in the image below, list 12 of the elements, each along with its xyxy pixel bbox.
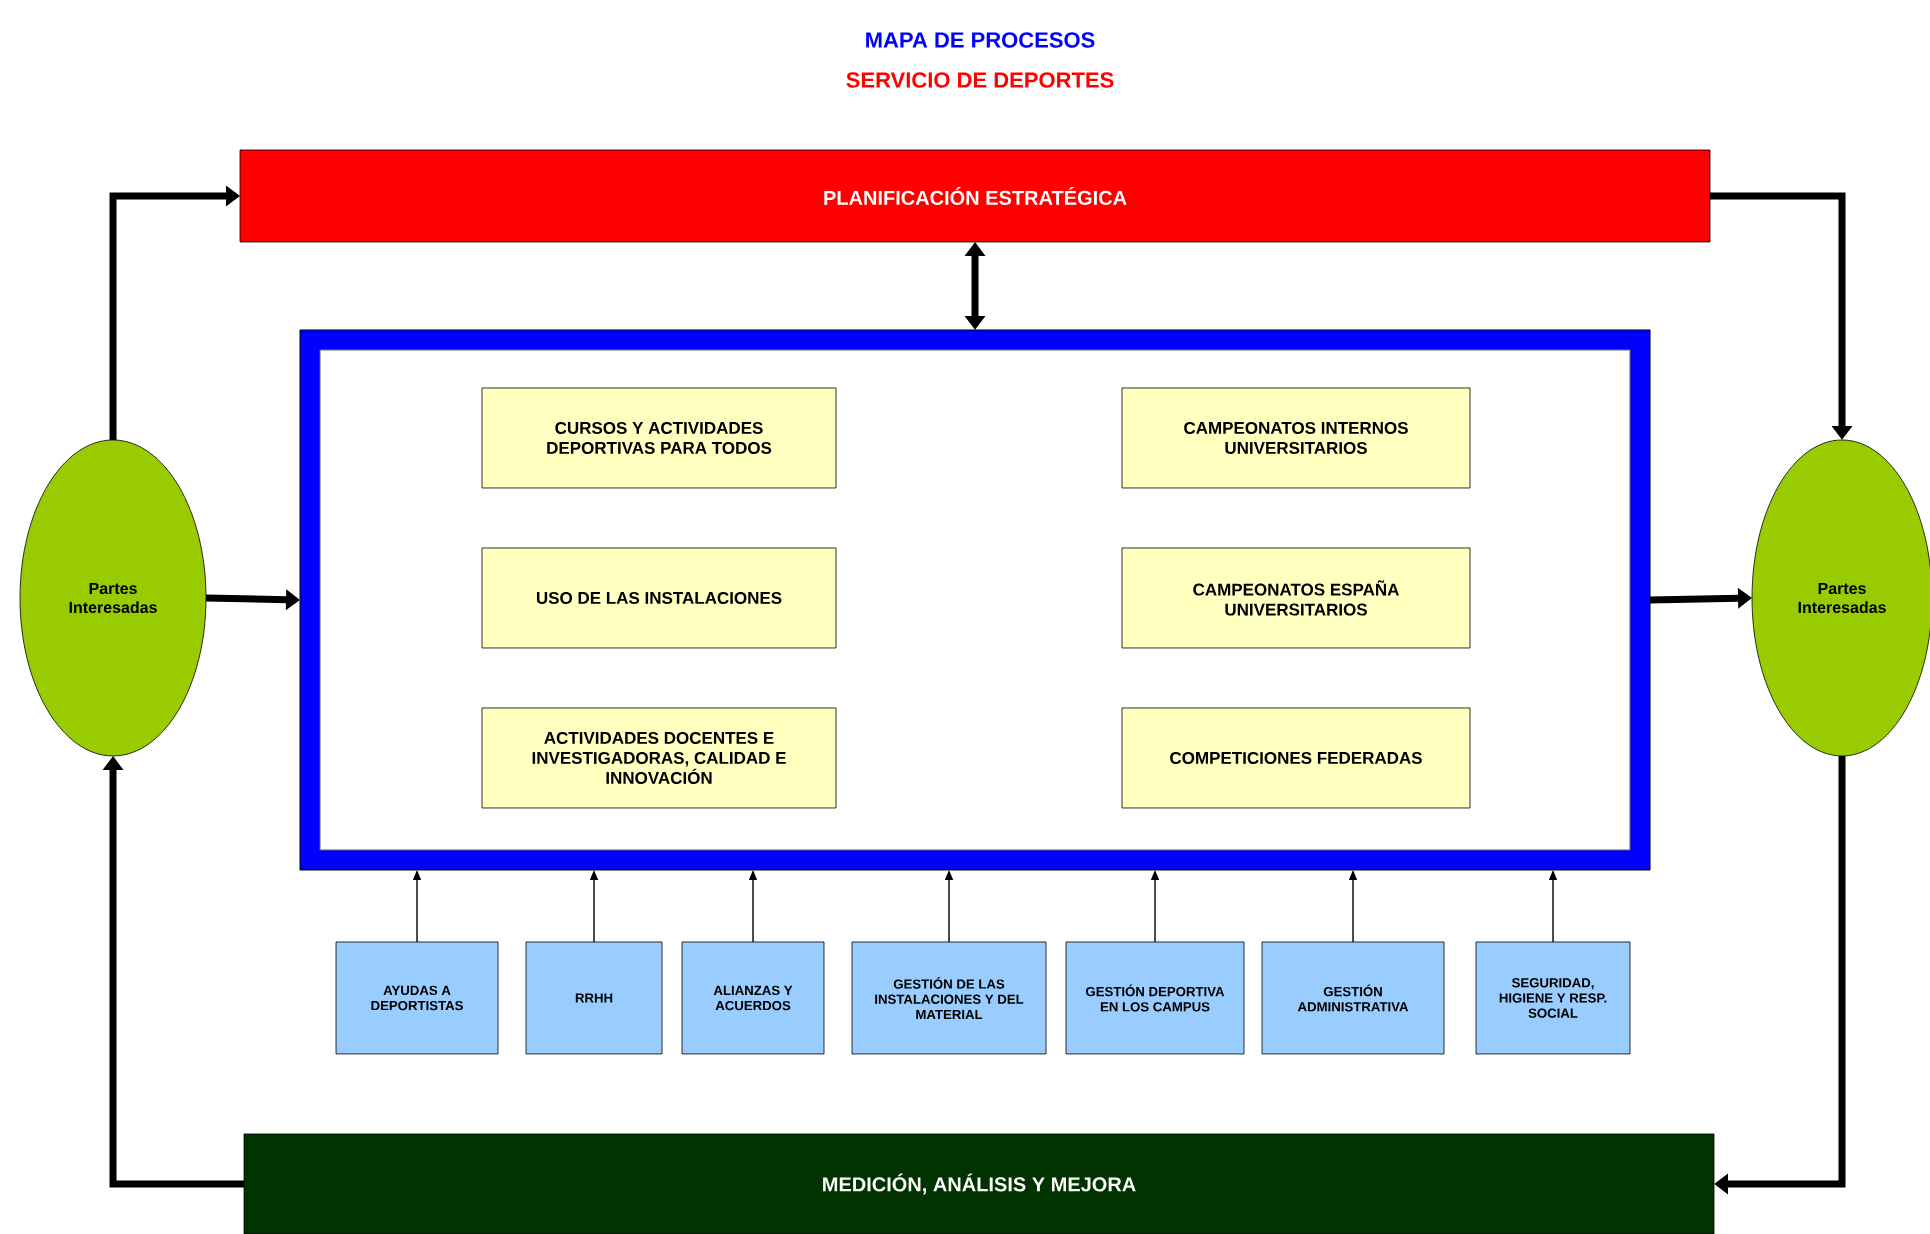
measurement-band: MEDICIÓN, ANÁLISIS Y MEJORA	[243, 1133, 1715, 1234]
process-box: CAMPEONATOS INTERNOS UNIVERSITARIOS	[1121, 387, 1471, 489]
process-box: CURSOS Y ACTIVIDADES DEPORTIVAS PARA TODOS	[481, 387, 837, 489]
process-box: COMPETICIONES FEDERADAS	[1121, 707, 1471, 809]
ellipse-node: Partes Interesadas	[19, 439, 207, 757]
process-box: USO DE LAS INSTALACIONES	[481, 547, 837, 649]
strategy-band: PLANIFICACIÓN ESTRATÉGICA	[239, 149, 1711, 243]
ellipse-node: Partes Interesadas	[1751, 439, 1930, 757]
process-box: ACTIVIDADES DOCENTES E INVESTIGADORAS, CALIDAD E INNOVACIÓN	[481, 707, 837, 809]
title: MAPA DE PROCESOS	[866, 32, 1095, 48]
subtitle: SERVICIO DE DEPORTES	[846, 72, 1114, 88]
process-box: CAMPEONATOS ESPAÑA UNIVERSITARIOS	[1121, 547, 1471, 649]
